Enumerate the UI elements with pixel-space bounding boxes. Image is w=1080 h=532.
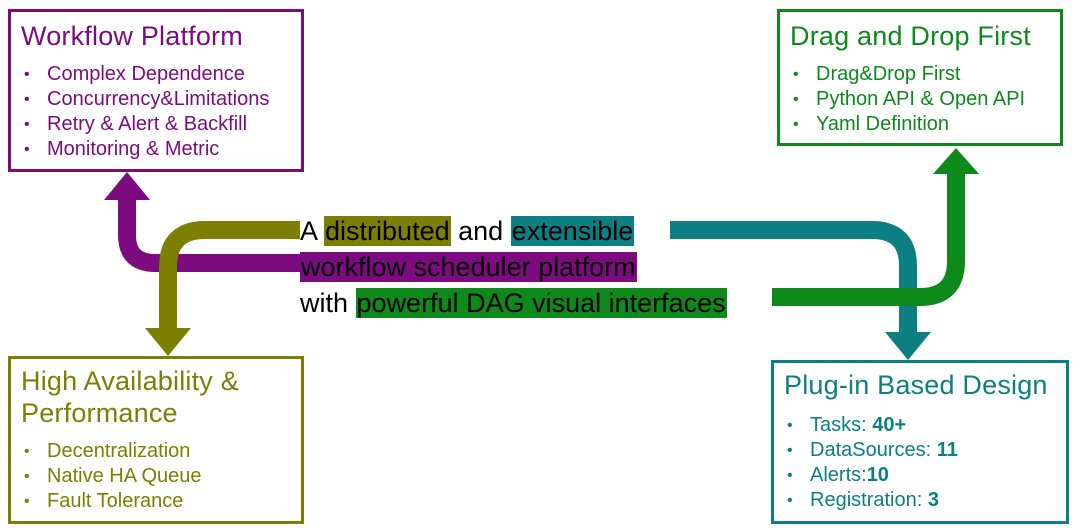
list-item: Alerts:10 xyxy=(784,463,1056,488)
list-item: Yaml Definition xyxy=(790,112,1050,137)
list-item: Retry & Alert & Backfill xyxy=(21,112,291,137)
drag-and-drop-box: Drag and Drop First Drag&Drop First Pyth… xyxy=(777,9,1063,146)
center-line-3: with powerful DAG visual interfaces xyxy=(300,285,727,321)
high-availability-title-line2: Performance xyxy=(21,398,178,428)
drag-and-drop-list: Drag&Drop First Python API & Open API Ya… xyxy=(790,62,1050,137)
purple-arrowhead xyxy=(104,172,150,200)
item-value: 10 xyxy=(866,464,889,486)
high-availability-title-line1: High Availability & xyxy=(21,366,239,396)
center-line-2: workflow scheduler platform xyxy=(300,249,727,285)
item-label: Tasks: xyxy=(810,414,873,436)
item-label: Registration: xyxy=(810,489,928,511)
drag-and-drop-title: Drag and Drop First xyxy=(790,21,1031,51)
list-item: Concurrency&Limitations xyxy=(21,87,291,112)
list-item: Registration: 3 xyxy=(784,488,1056,513)
center-line-1: A distributed and extensible xyxy=(300,213,727,249)
workflow-platform-title: Workflow Platform xyxy=(21,21,243,51)
list-item: Native HA Queue xyxy=(21,464,291,489)
purple-connector xyxy=(118,198,300,272)
olive-arrowhead xyxy=(145,328,191,356)
center-with: with xyxy=(300,288,356,318)
item-label: Alerts: xyxy=(810,464,867,486)
center-a: A xyxy=(300,216,325,246)
green-connector xyxy=(772,172,965,306)
list-item: Complex Dependence xyxy=(21,62,291,87)
highlight-distributed: distributed xyxy=(324,216,451,246)
list-item: Decentralization xyxy=(21,439,291,464)
list-item: Tasks: 40+ xyxy=(784,413,1056,438)
plugin-design-list: Tasks: 40+ DataSources: 11 Alerts:10 Reg… xyxy=(784,413,1056,513)
workflow-platform-list: Complex Dependence Concurrency&Limitatio… xyxy=(21,62,291,162)
high-availability-box: High Availability & Performance Decentra… xyxy=(8,356,304,524)
plugin-design-box: Plug-in Based Design Tasks: 40+ DataSour… xyxy=(771,360,1069,524)
olive-connector xyxy=(159,221,300,330)
workflow-platform-box: Workflow Platform Complex Dependence Con… xyxy=(8,9,304,172)
highlight-workflow-scheduler: workflow scheduler platform xyxy=(300,252,637,282)
item-value: 40+ xyxy=(872,414,907,436)
plugin-design-title: Plug-in Based Design xyxy=(784,370,1048,400)
teal-connector xyxy=(670,221,917,334)
center-description: A distributed and extensible workflow sc… xyxy=(300,213,727,321)
item-value: 3 xyxy=(927,489,939,511)
teal-arrowhead xyxy=(885,332,931,360)
high-availability-list: Decentralization Native HA Queue Fault T… xyxy=(21,439,291,514)
highlight-dag-interfaces: powerful DAG visual interfaces xyxy=(355,288,727,318)
highlight-extensible: extensible xyxy=(510,216,635,246)
item-label: DataSources: xyxy=(810,439,937,461)
list-item: Drag&Drop First xyxy=(790,62,1050,87)
list-item: DataSources: 11 xyxy=(784,438,1056,463)
center-and: and xyxy=(450,216,511,246)
green-arrowhead xyxy=(933,148,979,174)
list-item: Monitoring & Metric xyxy=(21,137,291,162)
item-value: 11 xyxy=(936,439,958,461)
list-item: Python API & Open API xyxy=(790,87,1050,112)
list-item: Fault Tolerance xyxy=(21,489,291,514)
